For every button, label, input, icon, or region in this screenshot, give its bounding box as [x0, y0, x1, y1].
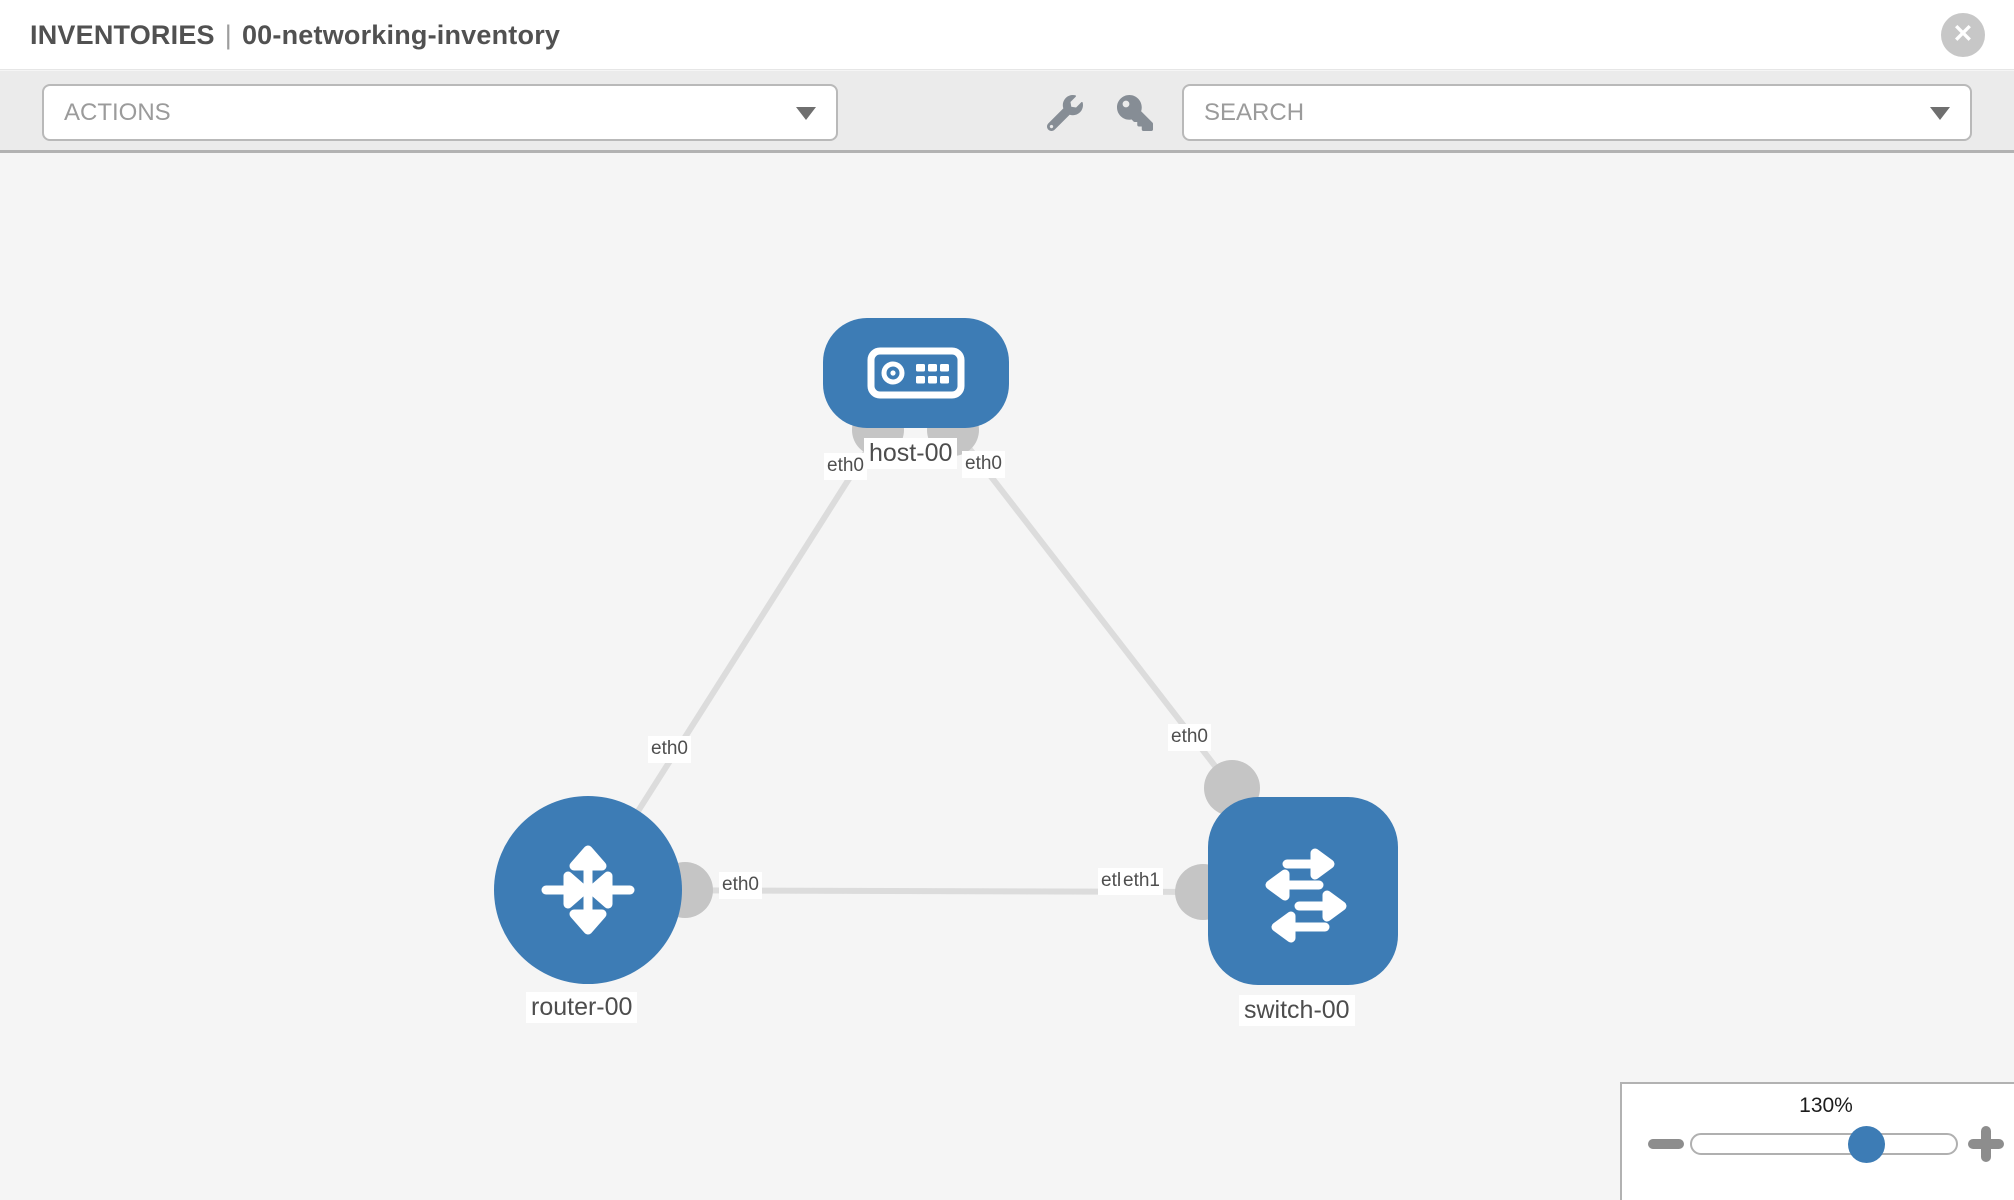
router-arrows-icon [541, 845, 635, 935]
zoom-slider-thumb[interactable] [1848, 1126, 1885, 1163]
actions-dropdown-label: ACTIONS [64, 99, 171, 126]
search-dropdown-label: SEARCH [1204, 99, 1305, 126]
port-label-switch-eth1: eth1 [1120, 868, 1163, 895]
close-button[interactable]: ✕ [1941, 13, 1985, 57]
zoom-in-button[interactable] [1966, 1124, 2006, 1164]
port-label-router-eth0-right: eth0 [719, 872, 762, 899]
node-host-00[interactable] [823, 318, 1009, 428]
header: INVENTORIES | 00-networking-inventory ✕ [0, 0, 2014, 70]
actions-dropdown[interactable]: ACTIONS [42, 84, 838, 141]
breadcrumb-section: INVENTORIES [30, 20, 215, 50]
port-label-host-eth0-right: eth0 [962, 451, 1005, 478]
node-label-host-00: host-00 [864, 438, 958, 470]
zoom-slider[interactable] [1690, 1126, 1958, 1163]
chevron-down-icon [796, 107, 816, 120]
node-label-router-00: router-00 [526, 992, 638, 1024]
zoom-value: 130% [1799, 1094, 1853, 1117]
credentials-button[interactable] [1116, 95, 1154, 133]
breadcrumb-inventory-name: 00-networking-inventory [241, 20, 561, 50]
topology-canvas[interactable]: eth0 eth0 eth0 eth0 eth0 eth0 eth1 host-… [0, 153, 2014, 1200]
key-icon [1117, 95, 1153, 131]
port-label-router-eth0-uplink: eth0 [648, 736, 691, 763]
switch-arrows-icon [1265, 848, 1347, 943]
zoom-out-button[interactable] [1648, 1139, 1684, 1149]
close-icon: ✕ [1952, 20, 1974, 48]
chevron-down-icon [1930, 107, 1950, 120]
page-title: INVENTORIES | 00-networking-inventory [30, 0, 560, 70]
links-layer [585, 404, 1260, 920]
node-label-switch-00: switch-00 [1239, 995, 1355, 1027]
configure-button[interactable] [1046, 95, 1084, 133]
port-label-switch-eth0: eth0 [1168, 724, 1211, 751]
title-divider: | [224, 20, 232, 50]
node-router-00[interactable] [494, 796, 682, 984]
node-switch-00[interactable] [1208, 797, 1398, 985]
zoom-panel: 130% [1620, 1082, 2014, 1200]
server-icon [867, 347, 965, 399]
search-dropdown[interactable]: SEARCH [1182, 84, 1972, 141]
wrench-icon [1046, 95, 1083, 132]
plus-icon [1981, 1126, 1991, 1162]
port-label-host-eth0-left: eth0 [824, 453, 867, 480]
toolbar: ACTIONS SEARCH [0, 71, 2014, 153]
